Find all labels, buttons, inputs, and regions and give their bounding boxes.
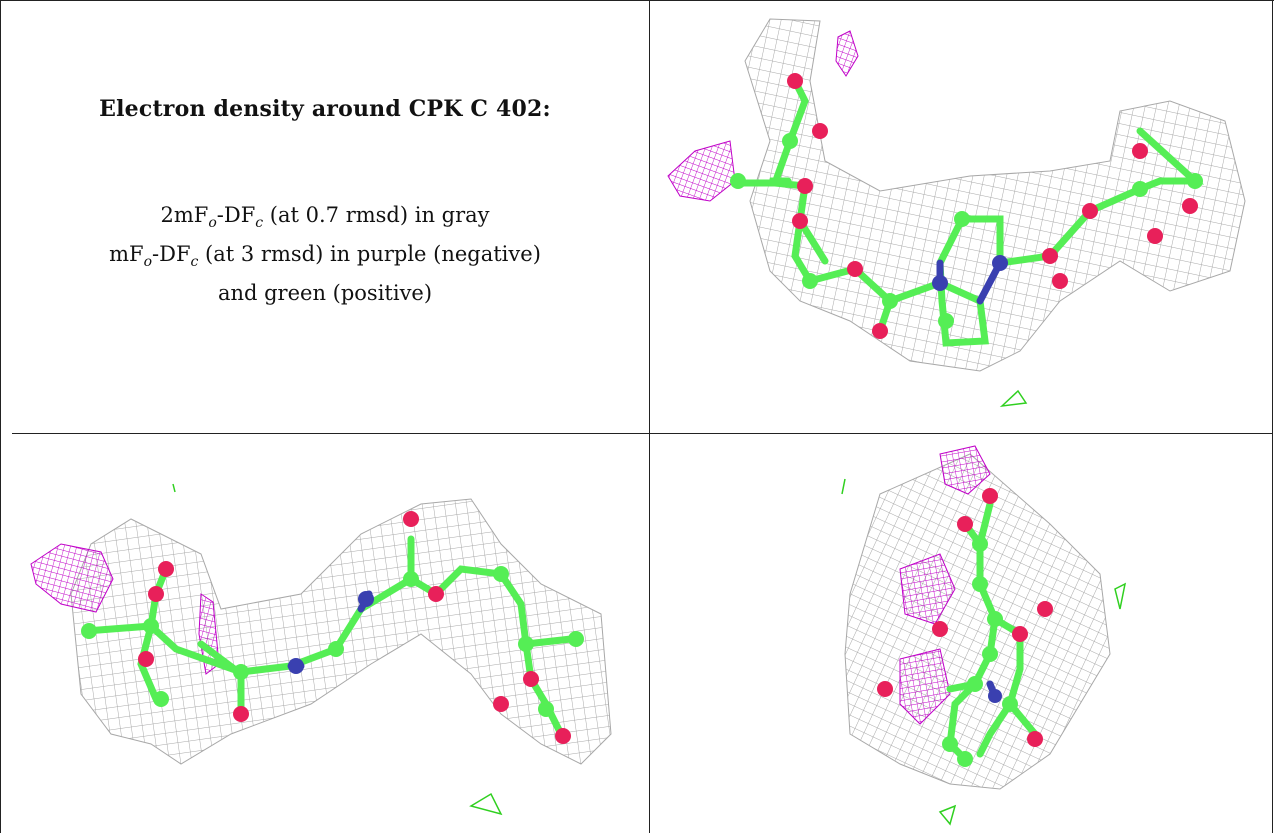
caption-text: (at 3 rmsd) in purple (negative) xyxy=(198,242,541,267)
density-render-bottom-right xyxy=(841,445,1127,826)
caption-text: -DF xyxy=(152,242,191,267)
caption-subscript: c xyxy=(190,254,199,271)
caption-subscript: o xyxy=(143,254,153,271)
caption-line-3: and green (positive) xyxy=(217,281,433,306)
negative-mesh xyxy=(667,30,859,202)
gray-mesh xyxy=(70,498,612,765)
density-render-bottom-left xyxy=(30,483,612,816)
negative-mesh xyxy=(30,543,220,675)
right-border xyxy=(1272,0,1273,833)
caption-title: Electron density around CPK C 402: xyxy=(99,96,551,122)
atom-spheres xyxy=(81,511,584,744)
caption-cell: Electron density around CPK C 402: 2mFo-… xyxy=(0,0,650,433)
caption-text: -DF xyxy=(216,203,256,227)
top-border xyxy=(0,0,1274,1)
positive-mesh xyxy=(841,478,1127,826)
positive-mesh xyxy=(172,483,503,816)
caption-text: 2mF xyxy=(160,203,209,227)
middle-divider xyxy=(12,433,1272,434)
left-border xyxy=(0,0,1,833)
density-panel-bottom-right xyxy=(650,434,1272,833)
density-panel-bottom-left xyxy=(1,434,649,833)
positive-mesh xyxy=(999,389,1028,408)
caption-body: 2mFo-DFc (at 0.7 rmsd) in gray mFo-DFc (… xyxy=(0,200,650,309)
negative-mesh xyxy=(899,445,991,725)
gray-mesh xyxy=(744,18,1246,372)
center-divider xyxy=(649,0,650,833)
caption-line-2: mFo-DFc (at 3 rmsd) in purple (negative) xyxy=(0,239,650,278)
density-panel-top-right xyxy=(650,1,1272,433)
gray-mesh xyxy=(844,453,1111,790)
density-render-top-right xyxy=(667,18,1246,408)
caption-subscript: o xyxy=(208,215,217,232)
caption-subscript: c xyxy=(255,215,264,232)
caption-line-1: 2mFo-DFc (at 0.7 rmsd) in gray xyxy=(0,200,650,239)
caption-text: (at 0.7 rmsd) in gray xyxy=(263,203,490,227)
caption-text: mF xyxy=(109,242,144,267)
atom-spheres xyxy=(877,488,1053,767)
atom-spheres xyxy=(730,73,1203,339)
